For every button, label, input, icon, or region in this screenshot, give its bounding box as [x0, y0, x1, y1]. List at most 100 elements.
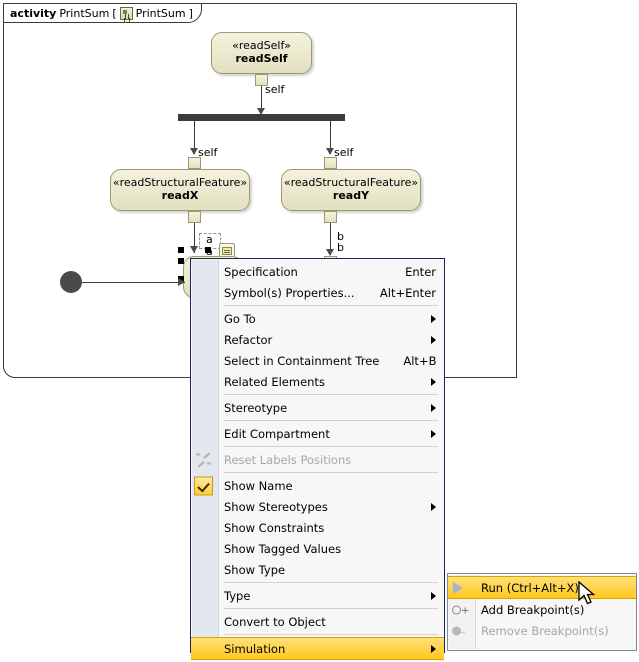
menu-item-label: Select in Containment Tree — [224, 353, 380, 368]
menu-separator — [224, 394, 438, 395]
menu-item-edit-compartment[interactable]: Edit Compartment — [191, 423, 444, 444]
menu-item-shortcut: Alt+Enter — [379, 285, 436, 300]
edge-readself-to-fork — [261, 86, 262, 113]
menu-item-label: Show Name — [224, 478, 293, 493]
menu-item-stereotype[interactable]: Stereotype — [191, 397, 444, 418]
arrowhead-initial-target — [178, 278, 185, 286]
edge-initial-to-target — [82, 282, 185, 283]
menu-item-label: Simulation — [224, 641, 286, 656]
menu-item-label: Show Tagged Values — [224, 541, 342, 556]
frame-name: PrintSum — [59, 6, 110, 20]
menu-item-convert-to-object[interactable]: Convert to Object — [191, 611, 444, 632]
menu-item-label: Symbol(s) Properties... — [224, 285, 355, 300]
arrowhead-ready-down — [326, 249, 334, 256]
menu-separator — [224, 305, 438, 306]
edge-label-b-upper: b — [337, 230, 344, 243]
menu-separator — [224, 472, 438, 473]
menu-item-label: Related Elements — [224, 374, 325, 389]
menu-separator — [224, 634, 438, 635]
selection-handle-ml[interactable] — [178, 258, 184, 264]
pin-ready-in[interactable] — [324, 157, 337, 169]
initial-node[interactable] — [60, 271, 82, 293]
node-readx[interactable]: «readStructuralFeature» readX — [110, 169, 250, 211]
simulation-submenu-items[interactable]: Run (Ctrl+Alt+X) Add Breakpoint(s) Remove … — [448, 574, 636, 643]
menu-separator — [224, 582, 438, 583]
menu-item-type[interactable]: Type — [191, 585, 444, 606]
frame-bracket-close: ] — [188, 6, 193, 20]
edge-fork-to-readx — [194, 121, 195, 154]
node-ready-stereotype: «readStructuralFeature» — [283, 176, 419, 190]
submenu-item-label: Remove Breakpoint(s) — [481, 623, 609, 638]
node-readself-name: readSelf — [235, 52, 288, 65]
menu-item-show-constraints[interactable]: Show Constraints — [191, 517, 444, 538]
pin-readx-out[interactable] — [188, 211, 201, 223]
run-icon — [453, 581, 463, 594]
menu-item-related-elements[interactable]: Related Elements — [191, 371, 444, 392]
frame-keyword: activity — [10, 6, 57, 20]
menu-item-label: Show Constraints — [224, 520, 325, 535]
menu-item-label: Edit Compartment — [224, 426, 330, 441]
activity-frame-label: activity PrintSum [ PrintSum ] — [3, 3, 202, 23]
submenu-arrow-icon — [431, 644, 436, 653]
menu-item-select-in-containment-tree[interactable]: Select in Containment Tree Alt+B — [191, 350, 444, 371]
menu-item-simulation[interactable]: Simulation — [191, 637, 444, 660]
menu-item-show-type[interactable]: Show Type — [191, 559, 444, 580]
frame-bracket-open: [ — [112, 6, 117, 20]
fork-node[interactable] — [178, 114, 345, 121]
pin-readself-out[interactable] — [255, 74, 268, 86]
activity-diagram-icon — [119, 6, 133, 20]
edge-fork-to-ready — [330, 121, 331, 154]
menu-item-symbol-s-properties[interactable]: Symbol(s) Properties... Alt+Enter — [191, 282, 444, 303]
submenu-item-remove-breakpoint-s: Remove Breakpoint(s) — [448, 620, 636, 641]
menu-item-label: Go To — [224, 311, 256, 326]
edge-label-self-top: self — [265, 83, 285, 96]
menu-item-show-name[interactable]: Show Name — [191, 475, 444, 496]
menu-item-show-tagged-values[interactable]: Show Tagged Values — [191, 538, 444, 559]
add-breakpoint-icon — [452, 605, 469, 615]
node-readself-stereotype: «readSelf» — [232, 39, 291, 53]
edge-label-a-upper: a — [206, 233, 213, 246]
menu-item-label: Refactor — [224, 332, 273, 347]
menu-item-label: Convert to Object — [224, 614, 326, 629]
edge-label-self-left: self — [198, 146, 218, 159]
edge-label-b-lower: b — [337, 241, 344, 254]
submenu-arrow-icon — [431, 377, 436, 386]
menu-separator — [224, 420, 438, 421]
menu-item-label: Type — [224, 588, 251, 603]
submenu-item-run-ctrl-alt-x[interactable]: Run (Ctrl+Alt+X) — [448, 576, 636, 599]
submenu-arrow-icon — [431, 591, 436, 600]
menu-item-go-to[interactable]: Go To — [191, 308, 444, 329]
submenu-arrow-icon — [431, 335, 436, 344]
menu-item-refactor[interactable]: Refactor — [191, 329, 444, 350]
selection-handle-tl[interactable] — [178, 247, 184, 253]
selection-handle-tc[interactable] — [205, 247, 211, 253]
node-readself[interactable]: «readSelf» readSelf — [211, 32, 312, 74]
edge-label-self-right: self — [334, 146, 354, 159]
node-readx-name: readX — [161, 189, 199, 202]
menu-item-label: Show Type — [224, 562, 286, 577]
node-ready[interactable]: «readStructuralFeature» readY — [281, 169, 421, 211]
submenu-arrow-icon — [431, 314, 436, 323]
menu-item-shortcut: Alt+B — [403, 353, 437, 368]
submenu-arrow-icon — [431, 429, 436, 438]
menu-separator — [224, 446, 438, 447]
menu-item-shortcut: Enter — [405, 264, 436, 279]
pin-readx-in[interactable] — [188, 157, 201, 169]
edge-ready-down — [330, 223, 331, 255]
pin-ready-out[interactable] — [324, 211, 337, 223]
simulation-submenu[interactable]: Run (Ctrl+Alt+X) Add Breakpoint(s) Remove … — [447, 573, 637, 651]
menu-item-show-stereotypes[interactable]: Show Stereotypes — [191, 496, 444, 517]
submenu-arrow-icon — [431, 502, 436, 511]
checkmark-icon — [194, 476, 213, 495]
menu-item-label: Show Stereotypes — [224, 499, 328, 514]
menu-separator — [224, 608, 438, 609]
node-readx-stereotype: «readStructuralFeature» — [112, 176, 248, 190]
arrowhead-fork-readx — [190, 148, 198, 155]
submenu-item-add-breakpoint-s[interactable]: Add Breakpoint(s) — [448, 599, 636, 620]
submenu-item-label: Add Breakpoint(s) — [481, 602, 585, 617]
frame-diagram-name: PrintSum — [135, 6, 186, 20]
